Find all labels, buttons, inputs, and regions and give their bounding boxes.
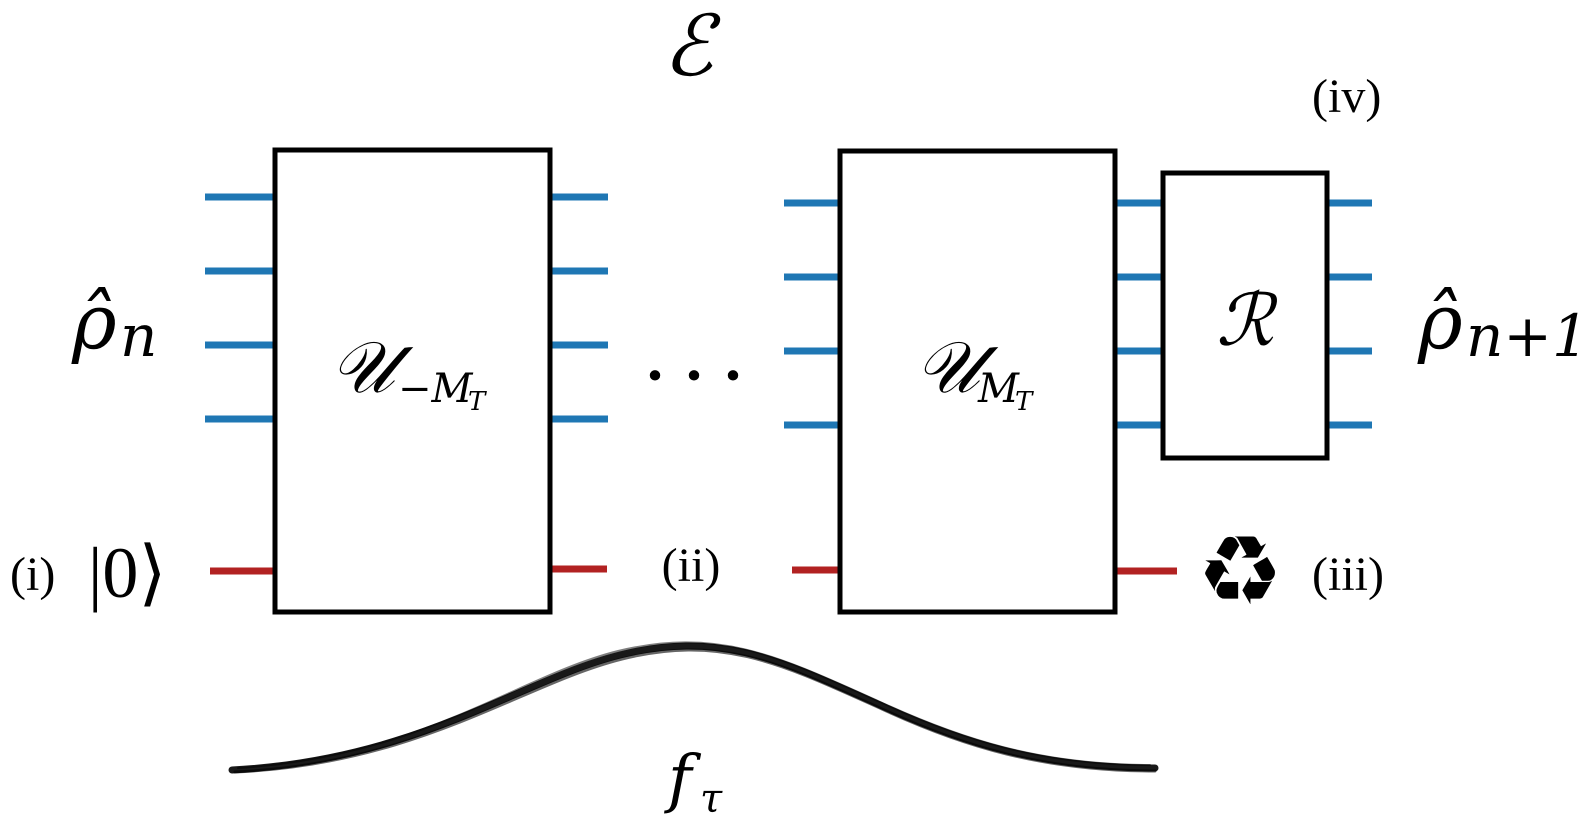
- step-iii-label: (iii): [1312, 548, 1384, 601]
- recycle-icon: ♻: [1197, 515, 1283, 627]
- step-i-label: (i): [10, 548, 55, 601]
- output-state-label: ρ̂ n+1: [1417, 277, 1578, 370]
- channel-symbol: ℰ: [663, 0, 722, 95]
- ellipsis: · · ·: [645, 343, 742, 409]
- reset-gate: [1160, 170, 1330, 461]
- system-wires-left: [205, 193, 608, 423]
- step-ii-label: (ii): [662, 539, 721, 592]
- step-iv-label: (iv): [1312, 70, 1381, 123]
- ancilla-wires: [210, 565, 1177, 575]
- pulse-symbol: f: [664, 742, 702, 816]
- unitary-gate-right: [837, 148, 1118, 615]
- input-state-symbol: ρ̂: [71, 277, 117, 366]
- gate-left-subsubscript: T: [468, 387, 487, 417]
- pulse-subscript: τ: [700, 776, 723, 817]
- input-state-label: ρ̂ n: [71, 277, 157, 370]
- output-state-subscript: n+1: [1466, 302, 1578, 370]
- ket-zero-label: |0⟩: [88, 533, 167, 613]
- unitary-gate-right-label: 𝒰 M T: [915, 325, 1034, 417]
- reset-gate-symbol: ℛ: [1216, 278, 1278, 362]
- input-state-subscript: n: [120, 302, 157, 370]
- output-state-symbol: ρ̂: [1417, 277, 1463, 366]
- gate-right-subscript: M: [977, 366, 1020, 412]
- gate-right-subsubscript: T: [1015, 387, 1034, 417]
- unitary-gate-left: [272, 147, 553, 615]
- gate-left-subscript: −M: [398, 366, 474, 412]
- pulse-label: f τ: [664, 742, 723, 817]
- system-wires-right: [784, 199, 1372, 429]
- pulse-envelope: [228, 641, 1159, 774]
